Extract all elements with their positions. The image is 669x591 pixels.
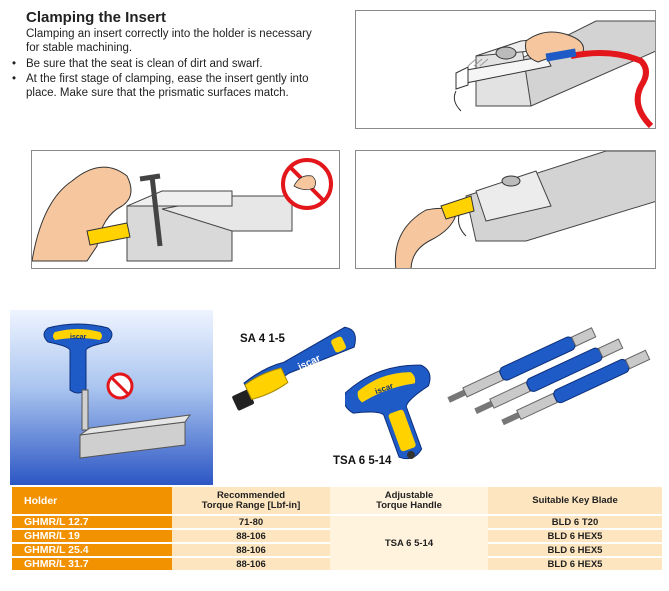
svg-text:iscar: iscar — [70, 334, 87, 341]
t-handle-image: iscar — [345, 364, 431, 460]
bullet-list: •Be sure that the seat is clean of dirt … — [12, 57, 342, 101]
cell-torque: 88-106 — [172, 542, 330, 557]
cell-holder: GHMR/L 25.4 — [12, 542, 172, 557]
screwdriver-label: SA 4 1-5 — [240, 333, 285, 345]
torque-handle-photo: iscar — [10, 310, 213, 485]
bullet-item: •At the first stage of clamping, ease th… — [12, 73, 309, 99]
illustration-wrong-tool — [31, 150, 340, 269]
header-key-blade: Suitable Key Blade — [488, 487, 662, 515]
illustration-insert-placement — [355, 150, 656, 269]
cell-blade: BLD 6 HEX5 — [488, 556, 662, 570]
bullet-item: •Be sure that the seat is clean of dirt … — [12, 58, 263, 70]
bullet-icon: • — [12, 73, 17, 85]
key-blades-image — [447, 327, 651, 425]
screwdriver-image: iscar — [232, 326, 356, 411]
t-handle-label: TSA 6 5-14 — [333, 455, 392, 467]
illustration-clamp-top — [355, 10, 656, 129]
table-row: GHMR/L 31.7 88-106 BLD 6 HEX5 — [12, 556, 662, 570]
table-row: GHMR/L 12.7 71-80 TSA 6 5-14 BLD 6 T20 — [12, 514, 662, 570]
cell-blade: BLD 6 HEX5 — [488, 528, 662, 543]
header-holder: Holder — [12, 487, 172, 515]
cell-torque: 88-106 — [172, 556, 330, 570]
cell-torque: 71-80 — [172, 514, 330, 529]
cell-blade: BLD 6 T20 — [488, 514, 662, 529]
cell-torque: 88-106 — [172, 528, 330, 543]
section-title: Clamping the Insert — [26, 9, 167, 26]
bullet-icon: • — [12, 58, 17, 70]
cell-holder: GHMR/L 12.7 — [12, 514, 172, 529]
table-row: GHMR/L 19 88-106 BLD 6 HEX5 — [12, 528, 662, 543]
cell-handle: TSA 6 5-14 — [330, 514, 488, 570]
cell-holder: GHMR/L 31.7 — [12, 556, 172, 570]
intro-text: Clamping an insert correctly into the ho… — [26, 28, 312, 54]
cell-blade: BLD 6 HEX5 — [488, 542, 662, 557]
cell-holder: GHMR/L 19 — [12, 528, 172, 543]
table-row: GHMR/L 25.4 88-106 BLD 6 HEX5 — [12, 542, 662, 557]
